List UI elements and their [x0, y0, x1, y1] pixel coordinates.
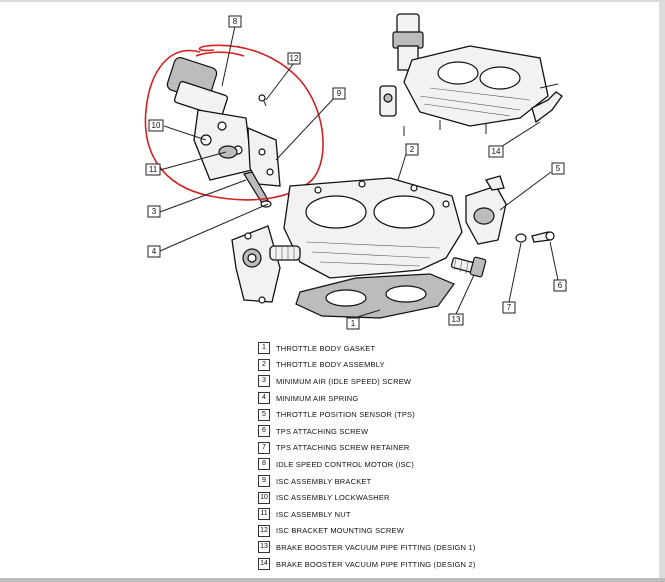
throttle-bore-left [305, 195, 367, 229]
legend-label: MINIMUM AIR SPRING [276, 393, 359, 403]
legend-row: 10 ISC ASSEMBLY LOCKWASHER [258, 489, 528, 506]
svg-text:14: 14 [492, 147, 501, 156]
frame-right-edge [659, 0, 665, 582]
legend-number: 10 [258, 491, 270, 504]
svg-text:4: 4 [152, 247, 157, 256]
callout-6: 6 [553, 279, 567, 292]
callout-8: 8 [228, 15, 242, 28]
callout-1: 1 [346, 317, 360, 330]
callout-2: 2 [405, 143, 419, 156]
svg-text:8: 8 [233, 17, 238, 26]
svg-text:9: 9 [337, 89, 342, 98]
legend-row: 9 ISC ASSEMBLY BRACKET [258, 473, 528, 490]
legend-row: 4 MINIMUM AIR SPRING [258, 390, 528, 407]
idle-speed-screw [243, 171, 269, 204]
inset-throttle-body [403, 45, 549, 127]
legend-row: 14 BRAKE BOOSTER VACUUM PIPE FITTING (DES… [258, 556, 528, 573]
svg-text:12: 12 [290, 54, 299, 63]
legend-label: THROTTLE BODY GASKET [276, 343, 376, 353]
legend-label: TPS ATTACHING SCREW RETAINER [276, 443, 410, 453]
svg-text:13: 13 [452, 315, 461, 324]
throttle-body-casting [283, 177, 463, 279]
legend-row: 11 ISC ASSEMBLY NUT [258, 506, 528, 523]
throttle-shaft-spring [269, 245, 301, 261]
callout-10: 10 [148, 119, 164, 132]
legend-row: 13 BRAKE BOOSTER VACUUM PIPE FITTING (DES… [258, 539, 528, 556]
svg-text:11: 11 [149, 165, 158, 174]
throttle-body-gasket [295, 273, 455, 319]
callout-12: 12 [287, 52, 301, 65]
legend-number: 13 [258, 541, 270, 554]
inset-vacuum-pipe-fitting [531, 91, 563, 124]
tps-screw-retainer [515, 233, 527, 243]
callout-9: 9 [332, 87, 346, 100]
legend-label: TPS ATTACHING SCREW [276, 426, 369, 436]
legend-number: 3 [258, 375, 270, 388]
throttle-bore-right [373, 195, 435, 229]
legend-number: 4 [258, 392, 270, 405]
callout-3: 3 [147, 205, 161, 218]
main-throttle-body [283, 177, 463, 279]
frame-bottom-edge [0, 578, 665, 582]
legend-number: 9 [258, 475, 270, 488]
legend-label: ISC ASSEMBLY LOCKWASHER [276, 493, 390, 503]
legend-number: 1 [258, 342, 270, 355]
callout-5: 5 [551, 162, 565, 175]
callout-11: 11 [145, 163, 161, 176]
svg-text:3: 3 [152, 207, 157, 216]
svg-text:7: 7 [507, 303, 512, 312]
legend-row: 1 THROTTLE BODY GASKET [258, 340, 528, 357]
svg-text:10: 10 [152, 121, 161, 130]
throttle-linkage [231, 225, 301, 304]
callout-13: 13 [448, 313, 464, 326]
legend-label: MINIMUM AIR (IDLE SPEED) SCREW [276, 376, 412, 386]
vacuum-pipe-fitting-1 [450, 256, 487, 278]
red-annotation-stroke [195, 51, 245, 57]
legend-number: 6 [258, 425, 270, 438]
legend-row: 3 MINIMUM AIR (IDLE SPEED) SCREW [258, 373, 528, 390]
throttle-position-sensor [465, 175, 555, 245]
isc-motor-assembly [166, 56, 281, 208]
parts-legend: 1 THROTTLE BODY GASKET 2 THROTTLE BODY ASSE… [258, 340, 528, 572]
inset-bore-right [479, 66, 521, 90]
legend-row: 6 TPS ATTACHING SCREW [258, 423, 528, 440]
legend-number: 2 [258, 358, 270, 371]
legend-row: 12 ISC BRACKET MOUNTING SCREW [258, 523, 528, 540]
legend-number: 11 [258, 508, 270, 521]
legend-number: 8 [258, 458, 270, 471]
svg-text:5: 5 [556, 164, 561, 173]
legend-label: ISC ASSEMBLY NUT [276, 509, 351, 519]
legend-label: THROTTLE BODY ASSEMBLY [276, 360, 385, 370]
legend-label: BRAKE BOOSTER VACUUM PIPE FITTING (DESIG… [276, 559, 476, 569]
legend-label: ISC ASSEMBLY BRACKET [276, 476, 372, 486]
svg-text:2: 2 [410, 145, 415, 154]
legend-label: ISC BRACKET MOUNTING SCREW [276, 526, 404, 536]
frame-top-edge [0, 0, 665, 2]
isc-mount-plate [193, 109, 253, 181]
legend-row: 2 THROTTLE BODY ASSEMBLY [258, 357, 528, 374]
legend-row: 8 IDLE SPEED CONTROL MOTOR (ISC) [258, 456, 528, 473]
legend-number: 12 [258, 524, 270, 537]
legend-label: IDLE SPEED CONTROL MOTOR (ISC) [276, 459, 415, 469]
svg-text:6: 6 [558, 281, 563, 290]
callout-4: 4 [147, 245, 161, 258]
inset-isc-motor [396, 13, 420, 35]
legend-row: 5 THROTTLE POSITION SENSOR (TPS) [258, 406, 528, 423]
callout-7: 7 [502, 301, 516, 314]
legend-number: 7 [258, 441, 270, 454]
legend-label: BRAKE BOOSTER VACUUM PIPE FITTING (DESIG… [276, 542, 476, 552]
inset-throttle-body-view [379, 13, 563, 136]
legend-row: 7 TPS ATTACHING SCREW RETAINER [258, 440, 528, 457]
exploded-parts-diagram: 8 12 9 10 11 3 4 2 5 6 7 13 1 14 [144, 13, 567, 330]
legend-label: THROTTLE POSITION SENSOR (TPS) [276, 410, 415, 420]
callout-14: 14 [488, 145, 504, 158]
legend-number: 14 [258, 558, 270, 571]
svg-text:1: 1 [351, 319, 356, 328]
legend-number: 5 [258, 408, 270, 421]
inset-bore-left [437, 61, 479, 85]
